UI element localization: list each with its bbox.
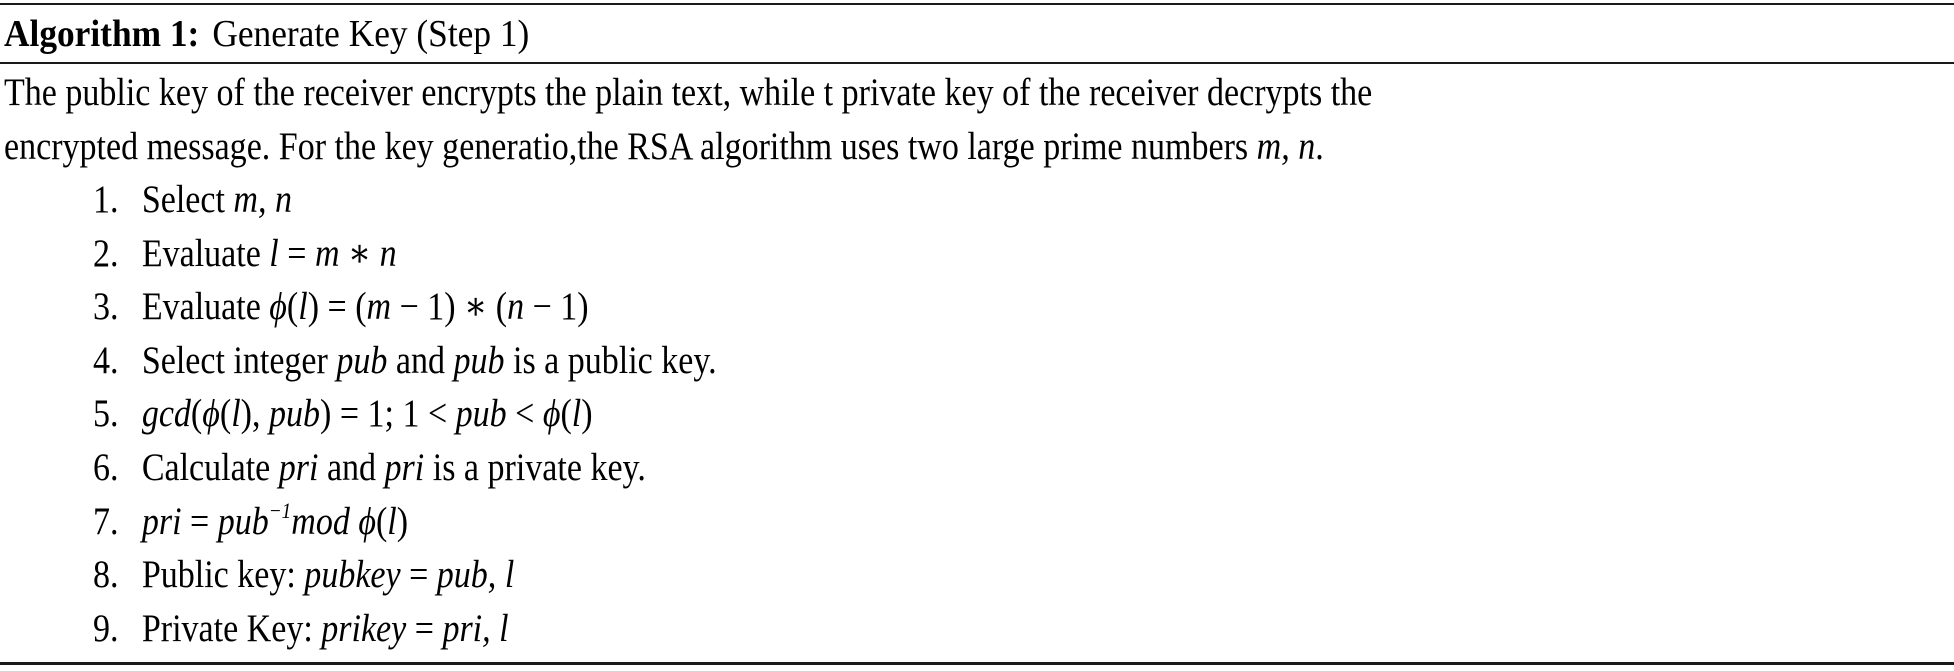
step-math: pub [336, 338, 388, 382]
step-math: pub [453, 338, 505, 382]
step-text: ) [581, 392, 593, 436]
step-number: 3. [93, 285, 119, 329]
step-number: 9. [93, 606, 119, 650]
step-math: pub [217, 499, 269, 543]
step-number: 6. [93, 446, 119, 489]
step-text: Select integer [141, 338, 337, 382]
step-text: is a public key. [504, 338, 717, 382]
step-item: 7. pri = pub−1mod ϕ(l) [93, 497, 408, 547]
step-math: pubkey [304, 553, 401, 597]
step-math: pri [278, 446, 319, 489]
step-math: l [231, 392, 241, 436]
step-text: − 1) [524, 285, 589, 329]
step-text: ∗ [339, 231, 380, 275]
step-item: 6. Calculate pri and pri is a private key… [93, 443, 646, 493]
step-math: m [366, 285, 392, 329]
step-item: 3. Evaluate ϕ(l) = (m − 1) ∗ (n − 1) [93, 282, 589, 332]
step-text: ), [240, 392, 270, 436]
step-text: is a private key. [424, 446, 646, 489]
description-text: The public key of the receiver encrypts … [4, 71, 1373, 114]
step-math: pub, l [436, 553, 515, 597]
step-math: m, n [233, 178, 293, 221]
step-math: ϕ [269, 285, 287, 329]
step-math: mod ϕ [291, 499, 376, 543]
description-text: encrypted message. For the key generatio… [4, 125, 1257, 168]
step-math: gcd [141, 392, 191, 436]
step-item: 8. Public key: pubkey = pub, l [93, 550, 514, 600]
step-text: = [278, 231, 315, 275]
step-math: l [298, 285, 308, 329]
step-item: 4. Select integer pub and pub is a public… [93, 336, 717, 386]
step-text: = [406, 606, 443, 650]
step-superscript: −1 [268, 497, 292, 523]
step-number: 4. [93, 338, 119, 382]
step-math: pri [384, 446, 425, 489]
step-text: ( [219, 392, 232, 436]
step-text: Evaluate [141, 285, 270, 329]
step-text: Evaluate [141, 231, 270, 275]
step-math: n [379, 231, 397, 275]
step-math: pri, l [442, 606, 509, 650]
step-text: Calculate [141, 446, 279, 489]
step-text: ) [396, 499, 409, 543]
step-text: − 1) ∗ ( [391, 285, 508, 329]
step-text: and [318, 446, 385, 489]
step-math: ϕ [542, 392, 561, 436]
description-text: . [1315, 125, 1324, 168]
step-math: l [571, 392, 582, 436]
math-variables: m, n [1256, 125, 1316, 168]
step-text: = [181, 499, 218, 543]
step-math: pri [141, 499, 182, 543]
step-text: Private Key: [141, 606, 322, 650]
step-math: pub [455, 392, 507, 436]
step-number: 5. [93, 392, 119, 436]
header-rule [0, 62, 1954, 64]
step-math: ϕ [202, 392, 220, 436]
algorithm-title: Generate Key (Step 1) [212, 13, 530, 55]
step-text: ) = 1; 1 < [320, 392, 456, 436]
step-text: Public key: [141, 553, 305, 597]
step-item: 2. Evaluate l = m ∗ n [93, 229, 397, 279]
step-number: 7. [93, 499, 119, 543]
step-text: and [387, 338, 454, 382]
step-number: 1. [93, 178, 119, 221]
step-text: ( [375, 499, 388, 543]
step-text: ) = ( [307, 285, 367, 329]
step-item: 9. Private Key: prikey = pri, l [93, 604, 509, 654]
step-math: l [269, 231, 279, 275]
step-text: ( [560, 392, 572, 436]
step-text: = [400, 553, 437, 597]
step-math: pub [269, 392, 321, 436]
step-text: < [506, 392, 543, 436]
step-item: 5.gcd(ϕ(l), pub) = 1; 1 < pub < ϕ(l) [93, 389, 593, 439]
step-text: Select [141, 178, 234, 221]
step-number: 2. [93, 231, 119, 275]
algorithm-label: Algorithm 1: [4, 13, 200, 55]
step-number: 8. [93, 553, 119, 597]
algorithm-heading: Algorithm 1: Generate Key (Step 1) [4, 8, 529, 60]
step-math: prikey [321, 606, 407, 650]
step-text: ( [286, 285, 299, 329]
description-line-2: encrypted message. For the key generatio… [4, 122, 1324, 172]
step-math: m [314, 231, 340, 275]
description-line-1: The public key of the receiver encrypts … [4, 68, 1372, 118]
step-math: n [507, 285, 525, 329]
step-item: 1. Select m, n [93, 175, 292, 225]
top-rule [0, 3, 1954, 5]
step-text: ( [190, 392, 203, 436]
bottom-rule [0, 662, 1954, 665]
step-math: l [387, 499, 397, 543]
